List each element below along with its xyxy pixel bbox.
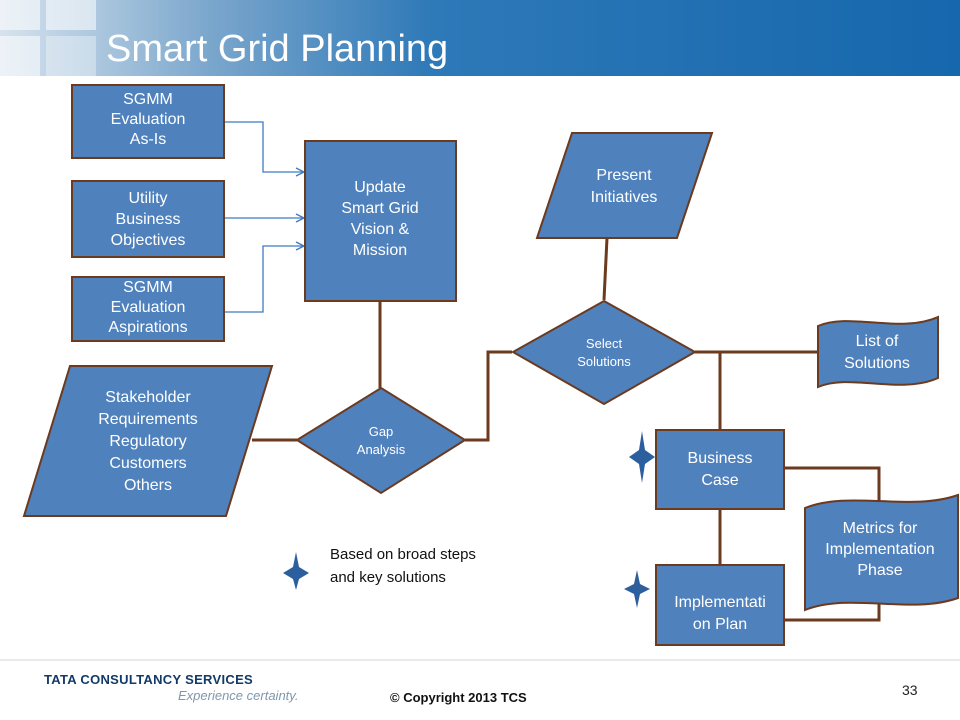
- node-line: Others: [124, 477, 172, 494]
- node-line: Phase: [857, 562, 902, 579]
- page-number: 33: [902, 682, 918, 698]
- node-line: As-Is: [130, 131, 166, 148]
- arrow-as-is-to-update: [225, 121, 304, 172]
- node-line: Aspirations: [108, 319, 187, 336]
- node-line: Requirements: [98, 411, 198, 428]
- legend-line: Based on broad steps: [330, 546, 476, 563]
- node-line: Initiatives: [591, 189, 658, 206]
- tcs-tagline: Experience certainty.: [178, 688, 299, 703]
- star-icon: [629, 431, 655, 483]
- node-line: Case: [701, 472, 738, 489]
- node-line: Implementation: [825, 541, 934, 558]
- node-line: Business: [116, 211, 181, 228]
- node-line: Regulatory: [109, 433, 186, 450]
- node-line: Select: [586, 336, 623, 351]
- node-line: Analysis: [357, 442, 406, 457]
- node-line: Metrics for: [843, 520, 918, 537]
- node-line: Implementati: [674, 594, 766, 611]
- copyright-text: © Copyright 2013 TCS: [390, 690, 527, 705]
- node-line: Customers: [109, 455, 186, 472]
- node-line: Mission: [353, 242, 407, 259]
- star-icon: [283, 552, 309, 590]
- node-line: Vision &: [351, 221, 410, 238]
- connector-business-to-metrics: [784, 466, 881, 505]
- node-line: SGMM: [123, 91, 173, 108]
- node-line: SGMM: [123, 279, 173, 296]
- node-line: List of: [856, 333, 899, 350]
- svg-text:Implementation Plan: Implementati on Plan: [674, 594, 766, 633]
- title-banner: [0, 0, 960, 76]
- node-list-of-solutions: List of Solutions: [817, 315, 939, 389]
- node-line: on Plan: [693, 616, 747, 633]
- node-line: Solutions: [844, 355, 910, 372]
- node-implementation-plan: Implementati on Plan: [655, 564, 785, 646]
- node-line: Utility: [128, 190, 167, 207]
- node-line: Update: [354, 179, 406, 196]
- legend-line: and key solutions: [330, 569, 446, 586]
- star-icon: [624, 570, 650, 608]
- node-line: Evaluation: [111, 111, 186, 128]
- connector-implementation-to-metrics: [784, 598, 881, 622]
- node-line: Evaluation: [111, 299, 186, 316]
- connector-initiatives-to-select: [602, 237, 609, 301]
- node-line: Stakeholder: [105, 389, 191, 406]
- node-line: Business: [688, 450, 753, 467]
- node-line: Gap: [369, 424, 394, 439]
- tcs-logo: TATA CONSULTANCY SERVICES: [44, 672, 254, 687]
- node-line: Present: [596, 167, 652, 184]
- node-line: Objectives: [111, 232, 186, 249]
- connector-gap-to-select: [465, 350, 512, 442]
- arrow-aspirations-to-update: [225, 246, 304, 313]
- node-line: Smart Grid: [341, 200, 418, 217]
- node-line: Solutions: [577, 354, 631, 369]
- slide-title: Smart Grid Planning: [106, 28, 449, 70]
